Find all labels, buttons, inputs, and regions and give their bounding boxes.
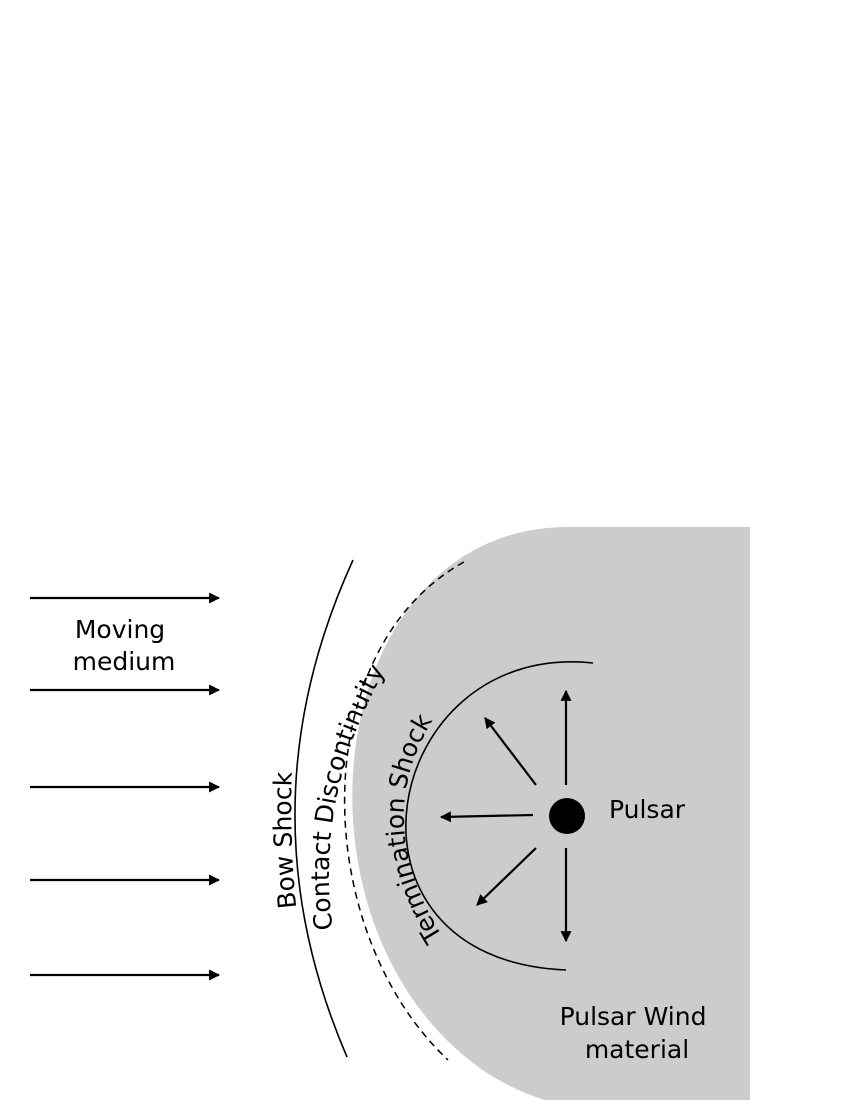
moving-medium-label: Moving medium [73, 615, 176, 676]
moving-medium-arrows [30, 592, 221, 981]
wind-arrow-lower-left [476, 847, 537, 906]
bow-shock-line [294, 559, 354, 1058]
pulsar-label: Pulsar [609, 795, 686, 824]
contact-discontinuity-line [343, 561, 465, 1061]
termination-shock-line [405, 661, 594, 971]
pulsar-wind-arrows [439, 689, 572, 943]
wind-arrow-upper-left [484, 717, 537, 786]
pulsar-wind-material-label: Pulsar Wind material [560, 1002, 715, 1064]
bow-shock-label: Bow Shock [268, 771, 302, 910]
pulsar-dot [549, 798, 585, 834]
wind-arrow-left [439, 811, 534, 823]
